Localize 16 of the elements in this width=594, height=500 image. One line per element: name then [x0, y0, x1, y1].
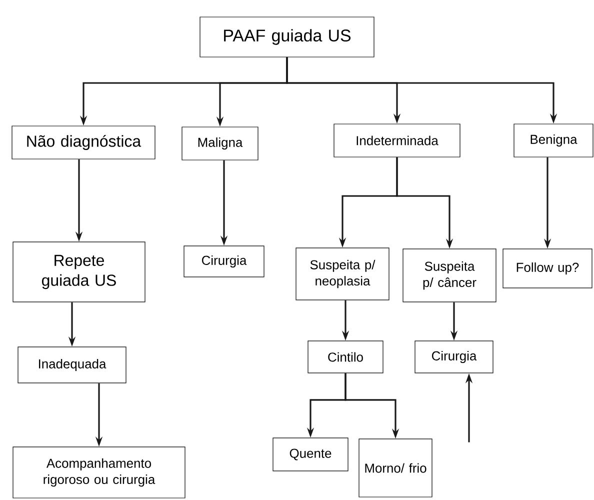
process-box: Suspeita p/ câncer	[402, 248, 496, 302]
process-box: Não diagnóstica	[12, 126, 156, 160]
process-box: Cirurgia	[414, 340, 494, 374]
process-box: Benigna	[514, 124, 594, 158]
process-box: Quente	[272, 438, 348, 472]
process-box: Cintilo	[308, 340, 384, 374]
process-box: PAAF guiada US	[200, 16, 374, 58]
process-box: Morno/ frio	[358, 438, 432, 498]
process-box: Indeterminada	[334, 124, 460, 158]
process-box: Inadequada	[18, 346, 126, 384]
process-box: Acompanhamento rigoroso ou cirurgia	[12, 446, 186, 498]
process-box: Cirurgia	[184, 246, 264, 278]
process-box: Suspeita p/ neoplasia	[296, 248, 390, 300]
process-box: Repete guiada US	[12, 242, 146, 302]
process-box: Follow up?	[502, 248, 592, 288]
process-box: Maligna	[182, 126, 258, 160]
